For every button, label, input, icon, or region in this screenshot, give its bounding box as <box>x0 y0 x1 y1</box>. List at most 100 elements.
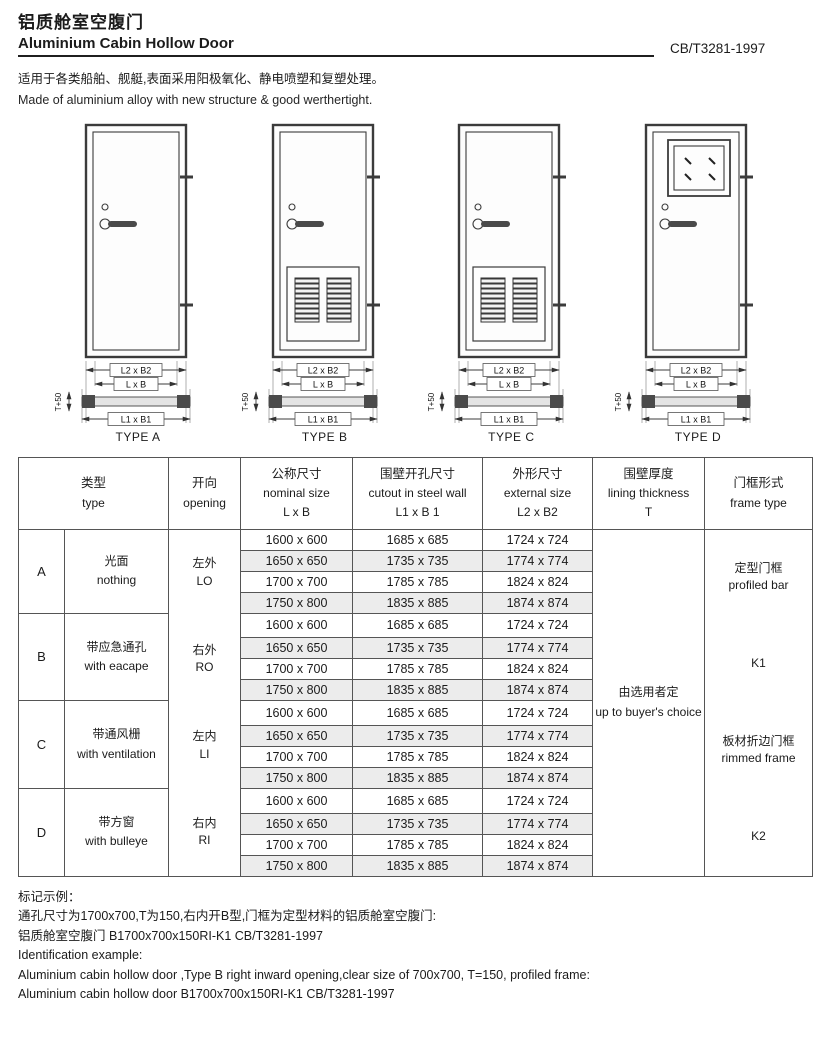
spec-table: 类型 type 开向 opening 公称尺寸 nominal size L x… <box>17 457 814 877</box>
nominal-size-cell: 1600 x 600 <box>240 700 354 726</box>
example-en-line1: Aluminium cabin hollow door ,Type B righ… <box>18 967 590 982</box>
description-en: Made of aluminium alloy with new structu… <box>18 93 373 107</box>
dim-label-t50: T+50 <box>54 392 63 411</box>
nominal-size-cell: 1600 x 600 <box>240 528 354 551</box>
external-size-cell: 1774 x 774 <box>482 812 594 835</box>
nominal-size-cell: 1650 x 650 <box>240 812 354 835</box>
table-row: 1650 x 650 1735 x 735 1774 x 774 <box>19 812 813 835</box>
door-handle-icon <box>286 203 324 230</box>
table-row: 1750 x 800 1835 x 885 1874 x 874 <box>19 591 813 614</box>
col-header-opening-zh: 开向 <box>192 476 218 491</box>
col-header-cutout: 围壁开孔尺寸 cutout in steel wall L1 x B 1 <box>352 457 484 530</box>
type-desc-c: 带通风栅 with ventilation <box>63 700 170 789</box>
table-row: 1750 x 800 1835 x 885 1874 x 874 <box>19 854 813 877</box>
type-letter-c: C <box>18 700 65 789</box>
nominal-size-cell: 1650 x 650 <box>240 549 354 572</box>
type-desc-en: with bulleye <box>85 834 148 849</box>
nominal-size-cell: 1700 x 700 <box>240 658 354 681</box>
col-header-external-sub: L2 x B2 <box>517 504 558 519</box>
external-size-cell: 1724 x 724 <box>482 528 594 551</box>
dim-label-lb: L x B <box>313 380 333 390</box>
cutout-size-cell: 1785 x 785 <box>352 570 484 593</box>
type-desc-zh: 带方窗 <box>98 815 135 830</box>
col-header-lining-sub: T <box>644 504 653 519</box>
table-row: 1700 x 700 1785 x 785 1824 x 824 <box>19 570 813 593</box>
hinge-icon <box>366 175 380 307</box>
cutout-size-cell: 1785 x 785 <box>352 745 484 768</box>
external-size-cell: 1874 x 874 <box>482 766 594 789</box>
nominal-size-cell: 1750 x 800 <box>240 766 354 789</box>
external-size-cell: 1774 x 774 <box>482 549 594 572</box>
table-row: 1650 x 650 1735 x 735 1774 x 774 <box>19 724 813 747</box>
dim-label-l2b2: L2 x B2 <box>681 366 712 376</box>
opening-option-li: 左内 LI <box>192 729 217 761</box>
cutout-size-cell: 1835 x 885 <box>352 766 484 789</box>
dimension-lines: L2 x B2 L x B T+50 L1 x B1 <box>427 361 565 426</box>
lining-zh: 由选用者定 <box>618 685 679 700</box>
example-en-title: Identification example: <box>18 948 143 963</box>
external-size-cell: 1774 x 774 <box>482 637 594 660</box>
door-handle-icon <box>659 203 697 230</box>
type-desc-zh: 光面 <box>104 553 129 568</box>
dimension-lines: L2 x B2 L x B T+50 L1 x B1 <box>241 361 378 426</box>
table-row: 1700 x 700 1785 x 785 1824 x 824 <box>19 658 813 681</box>
nominal-size-cell: 1700 x 700 <box>240 833 354 856</box>
page-header: 铝质舱室空腹门 Aluminium Cabin Hollow Door CB/T… <box>18 8 812 57</box>
door-diagram-type-b: L2 x B2 L x B T+50 L1 x B1 TYPE B <box>237 121 413 444</box>
type-letter-d: D <box>18 787 65 877</box>
cutout-size-cell: 1685 x 685 <box>352 787 484 814</box>
col-header-frame-zh: 门框形式 <box>733 476 784 491</box>
external-size-cell: 1724 x 724 <box>482 612 594 639</box>
external-size-cell: 1874 x 874 <box>482 591 594 614</box>
type-desc-en: nothing <box>96 573 137 588</box>
catalog-page: 铝质舱室空腹门 Aluminium Cabin Hollow Door CB/T… <box>17 8 814 1002</box>
type-desc-en: with eacape <box>84 658 149 673</box>
dim-label-lb: L x B <box>686 380 706 390</box>
hinge-icon <box>180 175 193 307</box>
frame-type-cell: 定型门框 profiled bar K1 板材折边门框 rimmed frame… <box>704 528 814 877</box>
type-desc-d: 带方窗 with bulleye <box>63 787 170 877</box>
col-header-frame-en: frame type <box>730 495 787 510</box>
opening-option-ro: 右外 RO <box>192 642 217 675</box>
dim-label-l2b2: L2 x B2 <box>494 366 525 376</box>
col-header-lining-en: lining thickness <box>607 486 690 501</box>
example-zh-line2: 铝质舱室空腹门 B1700x700x150RI-K1 CB/T3281-1997 <box>18 928 324 943</box>
door-handle-icon <box>99 203 137 230</box>
table-row: 1750 x 800 1835 x 885 1874 x 874 <box>19 679 813 702</box>
cutout-size-cell: 1835 x 885 <box>352 854 484 877</box>
lining-thickness-cell: 由选用者定 up to buyer's choice <box>592 528 706 877</box>
lining-en: up to buyer's choice <box>595 704 702 719</box>
cutout-size-cell: 1785 x 785 <box>352 833 484 856</box>
description-zh: 适用于各类船舶、舰艇,表面采用阳极氧化、静电喷塑和复塑处理。 <box>18 72 384 86</box>
col-header-type: 类型 type <box>17 457 170 530</box>
col-header-type-en: type <box>82 495 105 510</box>
nominal-size-cell: 1750 x 800 <box>240 854 354 877</box>
dim-label-t50: T+50 <box>241 392 250 411</box>
dim-label-t50: T+50 <box>427 392 436 411</box>
type-label: TYPE C <box>488 430 535 444</box>
external-size-cell: 1824 x 824 <box>482 833 594 856</box>
dim-label-l2b2: L2 x B2 <box>307 366 338 376</box>
door-drawing: L2 x B2 L x B T+50 L1 x B1 <box>54 123 193 426</box>
example-zh-line1: 通孔尺寸为1700x700,T为150,右内开B型,门框为定型材料的铝质舱室空腹… <box>18 909 437 924</box>
nominal-size-cell: 1650 x 650 <box>240 637 354 660</box>
example-zh-title: 标记示例： <box>18 889 81 904</box>
example-en-line2: Aluminium cabin hollow door B1700x700x15… <box>18 987 395 1002</box>
type-desc-zh: 带应急通孔 <box>86 639 147 654</box>
door-diagram-type-c: L2 x B2 L x B T+50 L1 x B1 TYPE C <box>423 121 599 444</box>
hinge-icon <box>739 175 753 307</box>
cutout-size-cell: 1735 x 735 <box>352 724 484 747</box>
dimension-lines: L2 x B2 L x B T+50 L1 x B1 <box>614 361 751 426</box>
vent-grille-icon <box>286 266 360 342</box>
dimension-lines: L2 x B2 L x B T+50 L1 x B1 <box>54 361 191 426</box>
type-label: TYPE A <box>115 430 161 444</box>
dim-label-lb: L x B <box>126 380 146 390</box>
cutout-size-cell: 1685 x 685 <box>352 528 484 551</box>
nominal-size-cell: 1600 x 600 <box>240 612 354 639</box>
col-header-nominal-zh: 公称尺寸 <box>271 467 322 481</box>
external-size-cell: 1824 x 824 <box>482 570 594 593</box>
page-title-zh: 铝质舱室空腹门 <box>18 13 144 32</box>
opening-option-ri: 右内 RI <box>192 815 217 848</box>
col-header-opening-en: opening <box>183 495 226 510</box>
table-row: 1750 x 800 1835 x 885 1874 x 874 <box>19 766 813 789</box>
